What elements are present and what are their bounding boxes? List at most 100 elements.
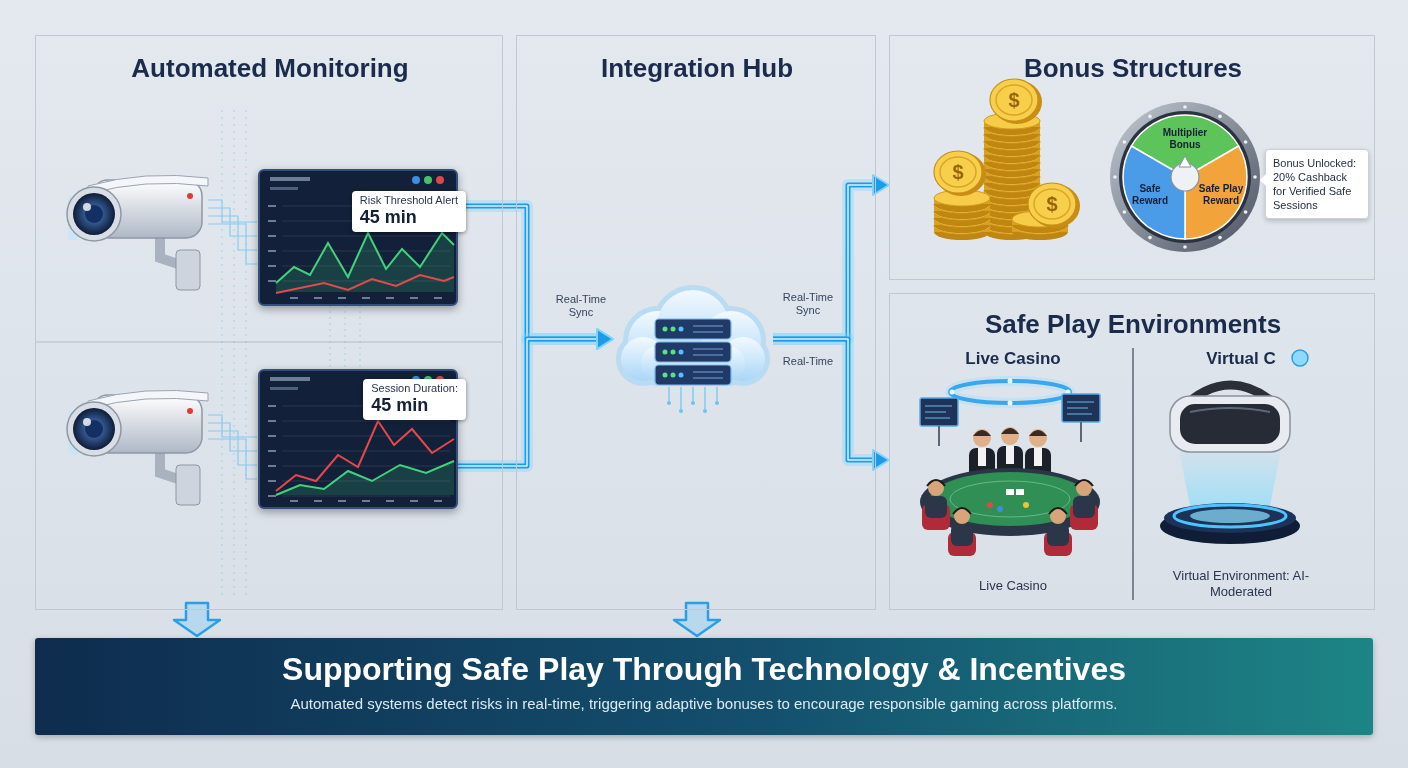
live-casino-illustration [928, 480, 944, 496]
wheel-shape [1183, 105, 1187, 109]
chart-graphic [268, 280, 276, 282]
live-casino-illustration [925, 496, 947, 518]
live-casino-illustration [930, 472, 1090, 526]
live-casino-illustration [1034, 448, 1042, 466]
cloud-server-shape [655, 365, 731, 385]
security-camera [67, 390, 208, 505]
wheel-shape [1109, 101, 1261, 253]
callout-text: Bonus Unlocked: 20% Cashback for Verifie… [1273, 156, 1361, 212]
signal-wires [208, 224, 257, 264]
chart-graphic [282, 496, 450, 497]
cloud-server-shape [679, 373, 684, 378]
wheel-shape [1218, 236, 1222, 240]
chart-graphic [276, 421, 454, 491]
sync-connector [773, 339, 876, 460]
sync-connector [773, 339, 889, 470]
cloud-server-shape [693, 372, 723, 378]
live-casino-illustration [1075, 480, 1093, 486]
environment-caption: Virtual Environment: AI-Moderated [1161, 568, 1321, 600]
cloud-server-shape [716, 387, 717, 401]
chart-graphic [412, 176, 420, 184]
dashboard-chart: Session Duration:45 min [258, 369, 458, 509]
coin-stacks [990, 79, 1042, 124]
cloud-server-shape [679, 350, 684, 355]
wheel-shape [1123, 140, 1127, 144]
live-casino-illustration [920, 379, 1100, 557]
chart-graphic [282, 436, 450, 437]
vr-illustration [1190, 408, 1270, 412]
sync-label: Real-Time [777, 355, 839, 368]
chart-graphic [386, 500, 394, 502]
wheel-shape [1179, 156, 1191, 167]
sync-connector [773, 175, 889, 339]
diagram-title: Supporting Safe Play Through Technology … [35, 638, 1373, 688]
vr-illustration [1174, 505, 1286, 527]
live-casino-illustration [997, 506, 1003, 512]
signal-wires [208, 415, 257, 437]
live-casino-illustration [1006, 446, 1014, 464]
chart-graphic [338, 297, 346, 299]
signal-wires [208, 208, 257, 236]
diagram-caption: Automated systems detect risks in real-t… [35, 688, 1373, 714]
sync-connector [773, 185, 876, 339]
sync-connector [773, 339, 876, 460]
chart-graphic [268, 250, 276, 252]
alert-callout: Session Duration:45 min [363, 379, 466, 420]
coin-stacks [934, 79, 1080, 240]
live-casino-illustration [1001, 428, 1019, 434]
cloud-server-shape [715, 401, 719, 405]
environment-heading: Live Casino [890, 349, 1136, 369]
metric-value: 45 min [371, 395, 458, 416]
chart-graphic [268, 450, 276, 452]
integration-panel: Integration HubReal-Time SyncReal-Time S… [516, 35, 876, 610]
panel-divider [36, 341, 502, 343]
sync-connector [773, 185, 876, 339]
wheel-shape [1148, 236, 1152, 240]
chart-graphic [270, 187, 298, 190]
sync-label: Real-Time Sync [777, 291, 839, 317]
signal-wires [208, 423, 257, 451]
cloud-server-shape [655, 342, 731, 362]
wheel-shape [1244, 210, 1248, 214]
vr-illustration [1170, 396, 1290, 452]
chart-graphic [270, 377, 310, 381]
live-casino-illustration [1062, 394, 1100, 422]
live-casino-illustration [927, 480, 945, 486]
wheel-segment-label: Safe Reward [1123, 183, 1177, 207]
chart-graphic [268, 435, 276, 437]
live-casino-illustration [953, 508, 971, 514]
coin-stacks [1028, 183, 1080, 228]
security-camera [67, 175, 208, 290]
live-casino-illustration [920, 468, 1100, 536]
chart-graphic [268, 495, 276, 497]
alert-callout: Risk Threshold Alert45 min [352, 191, 466, 232]
coin-symbol: $ [943, 160, 973, 184]
vr-illustration [1190, 509, 1270, 523]
coin-symbol: $ [1037, 192, 1067, 216]
wheel-shape [1218, 115, 1222, 119]
cloud-server-shape [667, 401, 671, 405]
monitoring-panel: Automated MonitoringRisk Threshold Alert… [35, 35, 503, 610]
chart-graphic [270, 177, 310, 181]
chart-graphic [268, 480, 276, 482]
sync-connector [458, 339, 600, 466]
cloud-server-shape [671, 327, 676, 332]
live-casino-illustration [950, 390, 955, 395]
cloud-server-shape [693, 349, 723, 355]
cloud-server-shape [691, 401, 695, 405]
live-casino-illustration [1047, 524, 1069, 546]
chart-graphic [270, 387, 298, 390]
live-casino-illustration [1029, 429, 1047, 447]
cloud-hub: Real-Time SyncReal-Time SyncReal-Time [613, 291, 773, 387]
wheel-shape [1119, 111, 1251, 243]
metric-label: Session Duration: [371, 382, 458, 395]
live-casino-illustration [1001, 427, 1019, 445]
chart-graphic [282, 421, 450, 422]
coin-stacks [934, 151, 986, 196]
signal-wires [208, 439, 257, 479]
sync-connector [458, 206, 613, 349]
wheel-shape [1110, 102, 1260, 252]
bonus-panel: Bonus StructuresMultiplier BonusSafe Rew… [889, 35, 1375, 280]
sync-connector [773, 185, 876, 339]
chart-graphic [434, 500, 442, 502]
